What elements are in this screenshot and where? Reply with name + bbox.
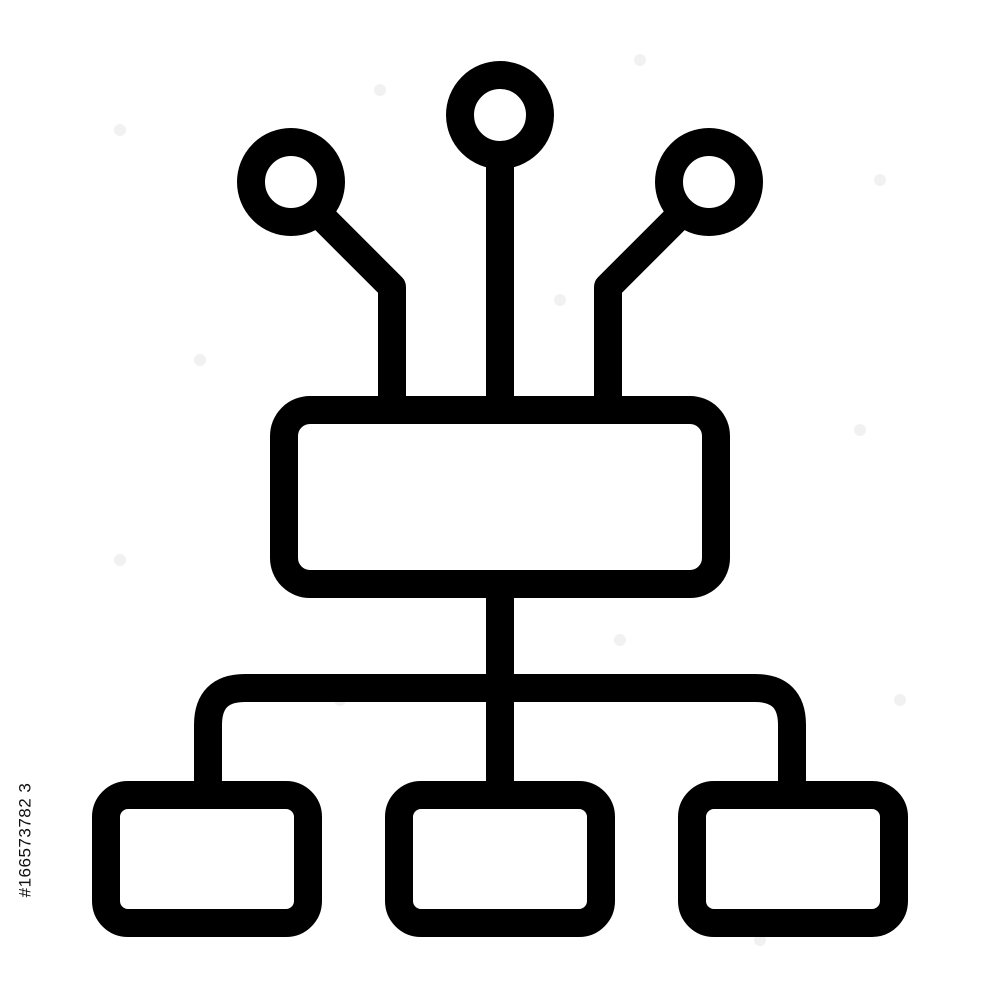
central-box-icon [270,396,730,598]
bottom-right-box-icon [678,781,908,937]
top-left-node-icon [237,128,345,236]
top-right-node-icon [655,128,763,236]
bottom-center-box-icon [385,781,615,937]
branch-bar-line [194,674,806,794]
stock-id-label: #166573782 3 [15,782,35,898]
left-connector-line [306,201,406,424]
bottom-left-box-icon [92,781,322,937]
right-connector-line [594,201,694,424]
